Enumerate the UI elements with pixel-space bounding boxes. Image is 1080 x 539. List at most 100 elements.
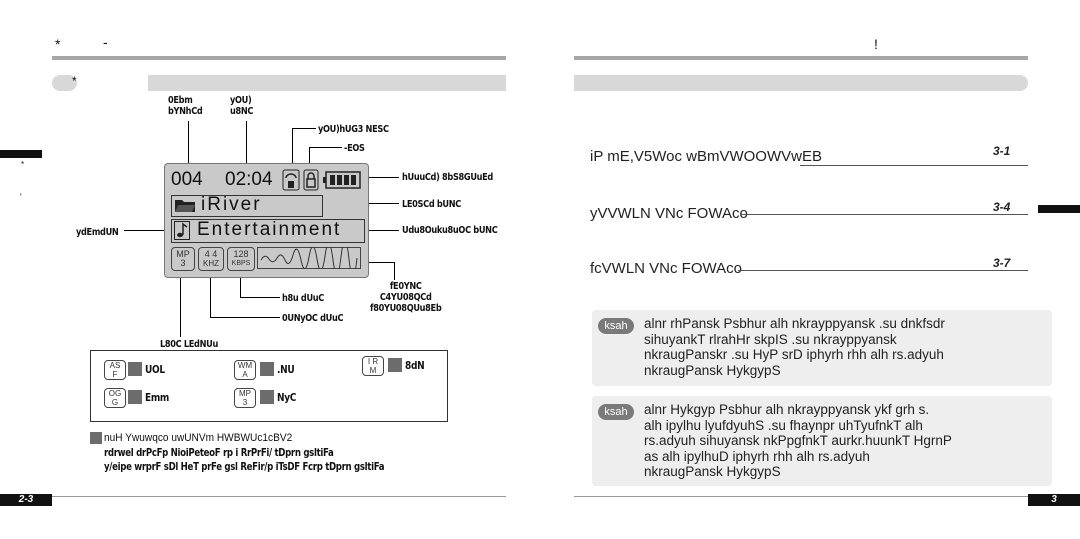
- leader-time: [246, 121, 247, 164]
- battery-icon: [323, 171, 361, 189]
- format-mp3-marker: [260, 390, 274, 404]
- format-ogg-bottom: G: [111, 398, 119, 407]
- toc-title: yVVWLN VNc FOWAco: [590, 205, 748, 222]
- format-ogg-top: OG: [108, 389, 122, 398]
- footer-rule: [52, 496, 506, 497]
- repeat-icon: [282, 169, 300, 191]
- callout-battery: hUuuCd) 8bS8GUuEd: [402, 172, 493, 183]
- format-wma-icon: WM A: [234, 360, 256, 380]
- callout-title-mode: Udu8Ouku8uOC bUNC: [402, 225, 498, 236]
- header-mark: !: [874, 36, 878, 52]
- section-bar: [148, 75, 506, 91]
- lcd-display: 004 02:04 iRiver: [164, 163, 369, 278]
- section-star: *: [72, 74, 77, 88]
- format-asf-label: UOL: [145, 363, 165, 376]
- footer-rule-right: [574, 496, 1028, 497]
- toc-page: 3-1: [993, 144, 1011, 158]
- format-ogg-icon: OG G: [104, 388, 126, 408]
- footnote-line-2: rdrwel drPcFp NioiPeteoF rp i RrPrFi/ tD…: [104, 447, 334, 459]
- format-wma-marker: [260, 362, 274, 376]
- lcd-format-box: MP 3: [171, 247, 195, 271]
- footnote-line-3: y/eipe wrprF sDl HeT prFe gsl ReFir/p iT…: [104, 461, 385, 473]
- leader-track: [188, 121, 189, 164]
- note-text: alnr Hykgyp Psbhur alh nkrayppyansk ykf …: [644, 402, 952, 479]
- lcd-play-time: 02:04: [225, 169, 273, 190]
- side-star: *: [21, 160, 25, 169]
- leader-hold-h: [309, 147, 342, 148]
- header-star: *: [55, 36, 61, 52]
- format-mp3-icon: MP 3: [234, 388, 256, 408]
- folder-icon: [175, 200, 195, 212]
- toc-leader: [740, 214, 1028, 215]
- leader-samplerate-h: [210, 317, 280, 318]
- callout-repeat-mode: yOU)hUG3 NESC: [318, 124, 389, 135]
- lcd-kbps-top: 128: [233, 249, 249, 259]
- format-legend: [90, 350, 448, 422]
- format-irm-top: I R: [367, 357, 379, 366]
- callout-folder-mode: LE0SCd bUNC: [402, 199, 461, 210]
- leader-samplerate-v: [210, 268, 211, 317]
- toc-leader: [800, 165, 1028, 166]
- equalizer-wave-icon: [257, 247, 361, 269]
- page-number-left: 2-3: [0, 494, 52, 506]
- format-asf-bottom: F: [112, 370, 118, 379]
- page-number-right: 3: [1028, 494, 1080, 506]
- side-tab: [0, 150, 42, 158]
- leader-repeat-h: [292, 128, 316, 129]
- callout-hold: -EOS: [344, 143, 365, 154]
- footnote-marker: [90, 432, 102, 444]
- leader-repeat-v: [292, 128, 293, 164]
- toc-page: 3-4: [993, 200, 1011, 214]
- format-wma-label: .NU: [277, 363, 295, 376]
- callout-sample-rate: 0UNyOC dUuC: [282, 313, 344, 324]
- lock-icon: [303, 169, 319, 191]
- format-mp3-top: MP: [239, 389, 251, 398]
- leader-title: [365, 230, 399, 231]
- section-pill: [52, 75, 77, 91]
- format-wma-top: WM: [237, 361, 253, 370]
- header-rule: [52, 56, 506, 60]
- leader-bitrate-h: [240, 297, 280, 298]
- format-irm-marker: [388, 358, 402, 372]
- section-bar-right: [574, 75, 1012, 91]
- format-ogg-label: Emm: [145, 391, 169, 404]
- leader-hold-v: [309, 147, 310, 164]
- lcd-title-text: Entertainment: [197, 219, 342, 240]
- note-badge: ksah: [598, 318, 634, 334]
- callout-play-time: yOU) u8NC: [230, 95, 254, 117]
- format-wma-bottom: A: [242, 370, 248, 379]
- callout-sampling: fE0YNC C4YU08QCd f80YU08QUu8Eb: [370, 281, 442, 314]
- toc-title: fcVWLN VNc FOWAco: [590, 260, 742, 277]
- leader-sampling-h: [358, 262, 394, 263]
- leader-sampling-v: [394, 262, 395, 280]
- lcd-khz-top: 4 4: [204, 249, 218, 259]
- lcd-folder-name: iRiver: [201, 194, 262, 215]
- format-irm-label: 8dN: [405, 359, 425, 372]
- side-tab-right: [1038, 205, 1080, 213]
- lcd-kbps-bottom: KBPS: [231, 260, 251, 267]
- lcd-track-number: 004: [171, 169, 203, 190]
- music-note-icon: [174, 221, 190, 240]
- toc-page: 3-7: [993, 256, 1011, 270]
- lcd-folder-row: [171, 195, 323, 217]
- callout-bitrate: h8u dUuC: [282, 293, 324, 304]
- note-badge: ksah: [598, 404, 634, 420]
- format-ogg-marker: [128, 390, 142, 404]
- format-mp3-bottom: 3: [242, 398, 248, 407]
- format-asf-icon: AS F: [104, 360, 126, 380]
- callout-eq-display: ydEmdUN: [76, 227, 119, 238]
- header-rule-right: [574, 56, 1028, 60]
- toc-title: iP mE,V5Woc wBmVWOOWVwEB: [590, 148, 822, 165]
- footnote-line-1: nuH Ywuwqco uwUNVm HWBWUc1cBV2: [104, 432, 293, 444]
- section-pill-right: [1010, 75, 1028, 91]
- leader-format: [180, 268, 181, 337]
- side-mark: ': [20, 192, 22, 202]
- lcd-khz-box: 4 4 KHZ: [198, 247, 224, 271]
- format-irm-bottom: M: [369, 366, 377, 375]
- callout-track-number: 0Ebm bYNhCd: [168, 95, 203, 117]
- header-dash: -: [103, 34, 108, 50]
- format-mp3-label: NyC: [277, 391, 297, 404]
- format-irm-icon: I R M: [362, 356, 384, 376]
- note-box: ksah alnr rhPansk Psbhur alh nkrayppyans…: [592, 310, 1052, 386]
- lcd-format-bottom: 3: [180, 258, 186, 268]
